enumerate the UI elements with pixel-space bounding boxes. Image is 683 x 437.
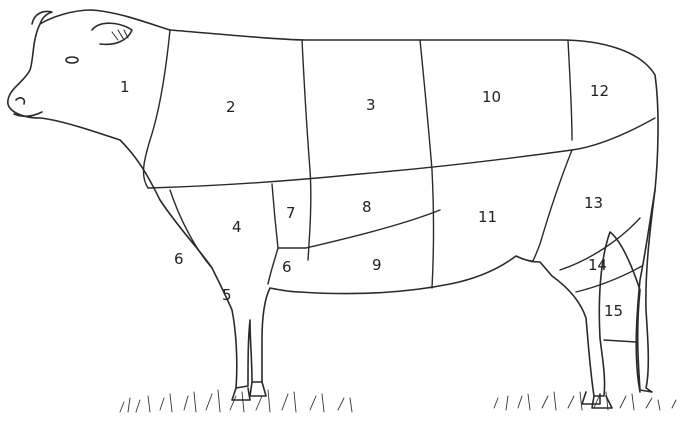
cut-line-belly [432,170,434,288]
cut-label-11: 11 [478,208,497,226]
eye [66,57,78,63]
nostril [16,98,24,104]
cut-label-8: 8 [362,198,372,216]
cut-label-9: 9 [372,256,382,274]
hind-hoof-left [582,392,600,404]
cut-line-heel [604,340,636,342]
cut-label-13: 13 [584,194,603,212]
cut-line-rump [568,40,572,140]
cut-line-shoulder [144,30,170,188]
cut-label-5: 5 [222,286,232,304]
cut-label-3: 3 [366,96,376,114]
cut-label-10: 10 [482,88,501,106]
cut-label-2: 2 [226,98,236,116]
cut-line-back [148,118,655,188]
cut-labels: 1 2 3 10 12 4 7 8 11 13 6 6 9 14 5 15 [120,78,623,320]
cut-label-4: 4 [232,218,242,236]
cut-line-loin [420,40,432,170]
cut-label-12: 12 [590,82,609,100]
cut-line-rib [302,40,311,260]
cut-label-1: 1 [120,78,130,96]
grass-front [120,390,352,412]
cut-label-6-brisket: 6 [174,250,184,268]
cut-label-15: 15 [604,302,623,320]
cut-label-6-shank: 6 [282,258,292,276]
cut-label-14: 14 [588,256,607,274]
front-hoof-right [250,382,266,396]
cut-line-shank [268,248,278,284]
cow-outline [8,10,658,396]
cut-label-7: 7 [286,204,296,222]
cut-line-plate [306,210,440,248]
cut-line-round [532,150,572,262]
